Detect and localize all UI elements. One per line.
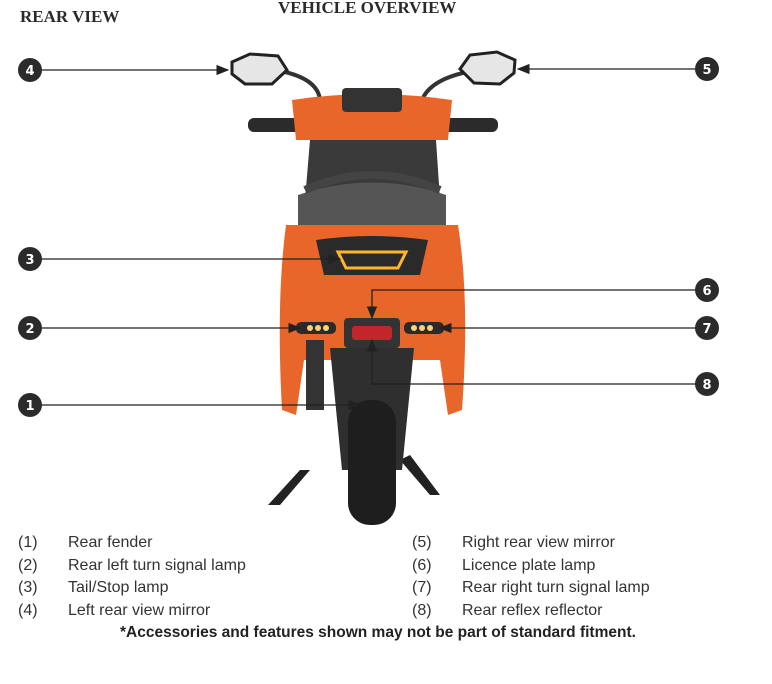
legend-number: (2) xyxy=(18,556,38,574)
legend-number: (6) xyxy=(412,556,432,574)
page-title: VEHICLE OVERVIEW xyxy=(278,0,457,17)
right-mirror xyxy=(458,50,517,86)
svg-text:8: 8 xyxy=(702,378,711,393)
callout-badge-3: 3 xyxy=(18,247,42,271)
scooter-rear-view-figure: 4 3 2 1 5 6 7 8 xyxy=(18,50,719,525)
callout-badge-6: 6 xyxy=(695,278,719,302)
left-mirror xyxy=(230,52,289,86)
leader-line-8 xyxy=(366,338,695,385)
scooter-illustration xyxy=(230,50,517,525)
svg-text:1: 1 xyxy=(25,399,34,414)
svg-text:7: 7 xyxy=(702,322,711,337)
legend-label: Rear left turn signal lamp xyxy=(68,556,246,574)
legend-label: Rear fender xyxy=(68,534,153,551)
legend-label: Right rear view mirror xyxy=(462,534,615,551)
leader-line-6 xyxy=(366,289,695,320)
svg-text:6: 6 xyxy=(702,284,711,299)
legend-right: (5) Right rear view mirror (6) Licence pla… xyxy=(412,532,650,622)
legend-item: (2) Rear left turn signal lamp xyxy=(18,555,246,578)
legend-item: (5) Right rear view mirror xyxy=(412,532,650,555)
callout-badge-2: 2 xyxy=(18,316,42,340)
callout-badge-4: 4 xyxy=(18,58,42,82)
legend-number: (5) xyxy=(412,534,432,551)
legend-label: Licence plate lamp xyxy=(462,556,596,574)
legend-item: (4) Left rear view mirror xyxy=(18,600,246,623)
legend-item: (1) Rear fender xyxy=(18,532,246,555)
legend-item: (7) Rear right turn signal lamp xyxy=(412,577,650,600)
legend-left: (1) Rear fender (2) Rear left turn signal … xyxy=(18,532,246,622)
legend-number: (8) xyxy=(412,601,432,619)
svg-text:3: 3 xyxy=(25,253,34,268)
legend-number: (4) xyxy=(18,601,38,619)
callout-badge-7: 7 xyxy=(695,316,719,340)
legend-number: (1) xyxy=(18,534,38,551)
legend-label: Rear reflex reflector xyxy=(462,601,603,619)
svg-text:4: 4 xyxy=(25,64,34,79)
legend-label: Tail/Stop lamp xyxy=(68,579,169,596)
legend-item: (6) Licence plate lamp xyxy=(412,555,650,578)
legend-item: (3) Tail/Stop lamp xyxy=(18,577,246,600)
svg-text:5: 5 xyxy=(702,63,711,78)
svg-text:2: 2 xyxy=(25,322,34,337)
legend-number: (3) xyxy=(18,579,38,596)
legend-label: Rear right turn signal lamp xyxy=(462,579,650,596)
legend-item: (8) Rear reflex reflector xyxy=(412,600,650,623)
callout-badge-1: 1 xyxy=(18,393,42,417)
legend-number: (7) xyxy=(412,579,432,596)
fitment-disclaimer: *Accessories and features shown may not … xyxy=(120,624,636,641)
legend-label: Left rear view mirror xyxy=(68,601,211,619)
section-heading: REAR VIEW xyxy=(20,7,120,26)
callout-badge-5: 5 xyxy=(695,57,719,81)
callout-badge-8: 8 xyxy=(695,372,719,396)
